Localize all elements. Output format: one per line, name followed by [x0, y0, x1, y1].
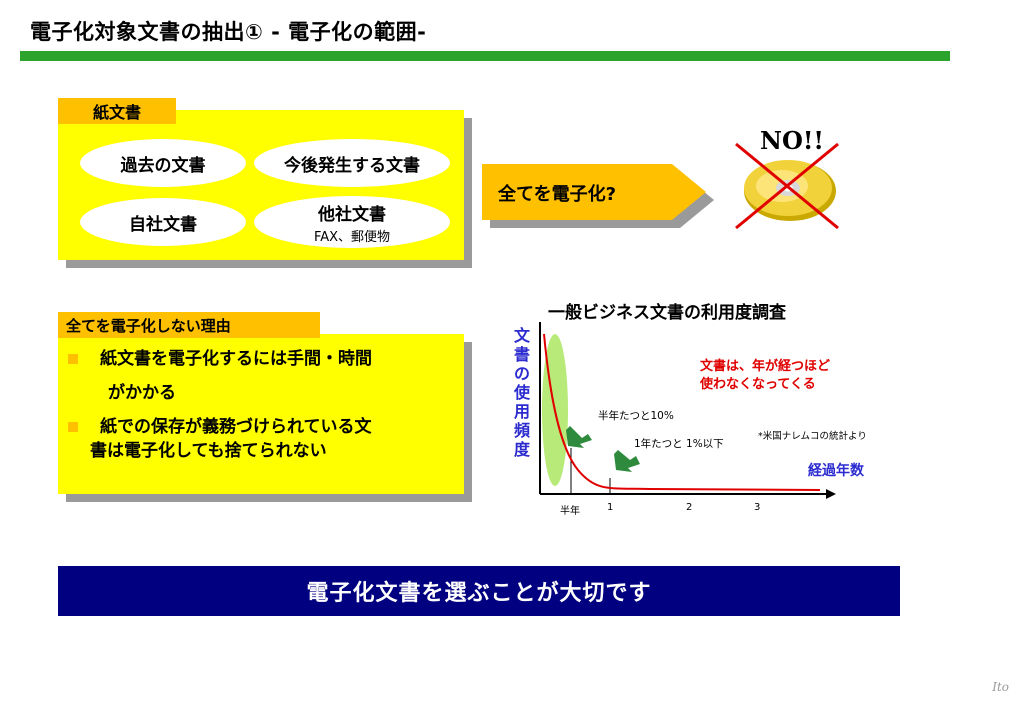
paper-label: 紙文書	[58, 98, 176, 124]
bullet-icon	[68, 422, 78, 432]
reasons-box	[58, 334, 464, 494]
note-line: 使わなくなってくる	[700, 377, 816, 392]
oval-label: 他社文書	[318, 204, 386, 225]
oval-other-company-docs: 他社文書 FAX、郵便物	[254, 196, 450, 248]
arrow-label: 全てを電子化?	[498, 184, 617, 205]
reasons-label: 全てを電子化しない理由	[58, 312, 320, 338]
right-arrow-shape	[482, 164, 714, 228]
oval-label: 過去の文書	[120, 155, 206, 176]
ylabel-char: の	[513, 364, 530, 383]
x-axis-label: 経過年数	[808, 463, 864, 479]
conclusion-banner: 電子化文書を選ぶことが大切です	[58, 566, 900, 616]
red-x-icon	[735, 142, 839, 230]
green-arrow-icon	[614, 450, 640, 472]
ylabel-char: 使	[513, 383, 530, 402]
oval-sublabel: FAX、郵便物	[313, 229, 391, 245]
chart-note-red: 文書は、年が経つほど 使わなくなってくる	[700, 358, 830, 394]
x-tick-label: 半年	[560, 506, 580, 517]
source-note: *米国ナレムコの統計より	[758, 431, 867, 442]
ylabel-char: 書	[513, 345, 530, 364]
reason-text: 書は電子化しても捨てられない	[90, 441, 327, 461]
annotation-one-year: 1年たつと 1%以下	[634, 438, 724, 450]
no-label: NO!!	[760, 126, 824, 155]
oval-future-docs: 今後発生する文書	[254, 139, 450, 187]
usage-curve	[543, 333, 821, 491]
x-tick-label: 1	[607, 502, 614, 513]
oval-past-docs: 過去の文書	[80, 139, 246, 187]
chart-title: 一般ビジネス文書の利用度調査	[548, 303, 786, 323]
reason-text: 紙での保存が義務づけられている文	[100, 417, 372, 437]
ylabel-char: 頻	[513, 421, 530, 440]
reason-item-2: 紙での保存が義務づけられている文	[68, 416, 372, 438]
oval-own-company-docs: 自社文書	[80, 198, 246, 246]
oval-label: 自社文書	[129, 214, 197, 235]
green-arrow-icon	[566, 426, 592, 448]
reason-item-1-cont: がかかる	[108, 376, 176, 410]
ylabel-char: 度	[513, 440, 530, 459]
ylabel-char: 用	[513, 402, 530, 421]
x-axis-arrowhead	[826, 489, 836, 499]
reason-text: 紙文書を電子化するには手間・時間	[100, 349, 372, 369]
title-underline	[20, 51, 950, 61]
ylabel-char: 文	[513, 326, 530, 345]
annotation-half-year: 半年たつと10%	[598, 410, 674, 422]
note-line: 文書は、年が経つほど	[700, 359, 831, 374]
reason-text: がかかる	[108, 383, 176, 403]
page-title: 電子化対象文書の抽出① - 電子化の範囲-	[30, 20, 427, 44]
bullet-icon	[68, 354, 78, 364]
chart-ylabel: 文 書 の 使 用 頻 度	[512, 326, 532, 459]
signature: Ito	[992, 680, 1009, 694]
usage-chart	[539, 322, 836, 499]
reason-item-1: 紙文書を電子化するには手間・時間	[68, 342, 372, 376]
oval-label: 今後発生する文書	[284, 155, 420, 176]
x-tick-label: 3	[754, 502, 761, 513]
x-tick-label: 2	[686, 502, 693, 513]
reason-item-2-cont: 書は電子化しても捨てられない	[90, 440, 327, 462]
